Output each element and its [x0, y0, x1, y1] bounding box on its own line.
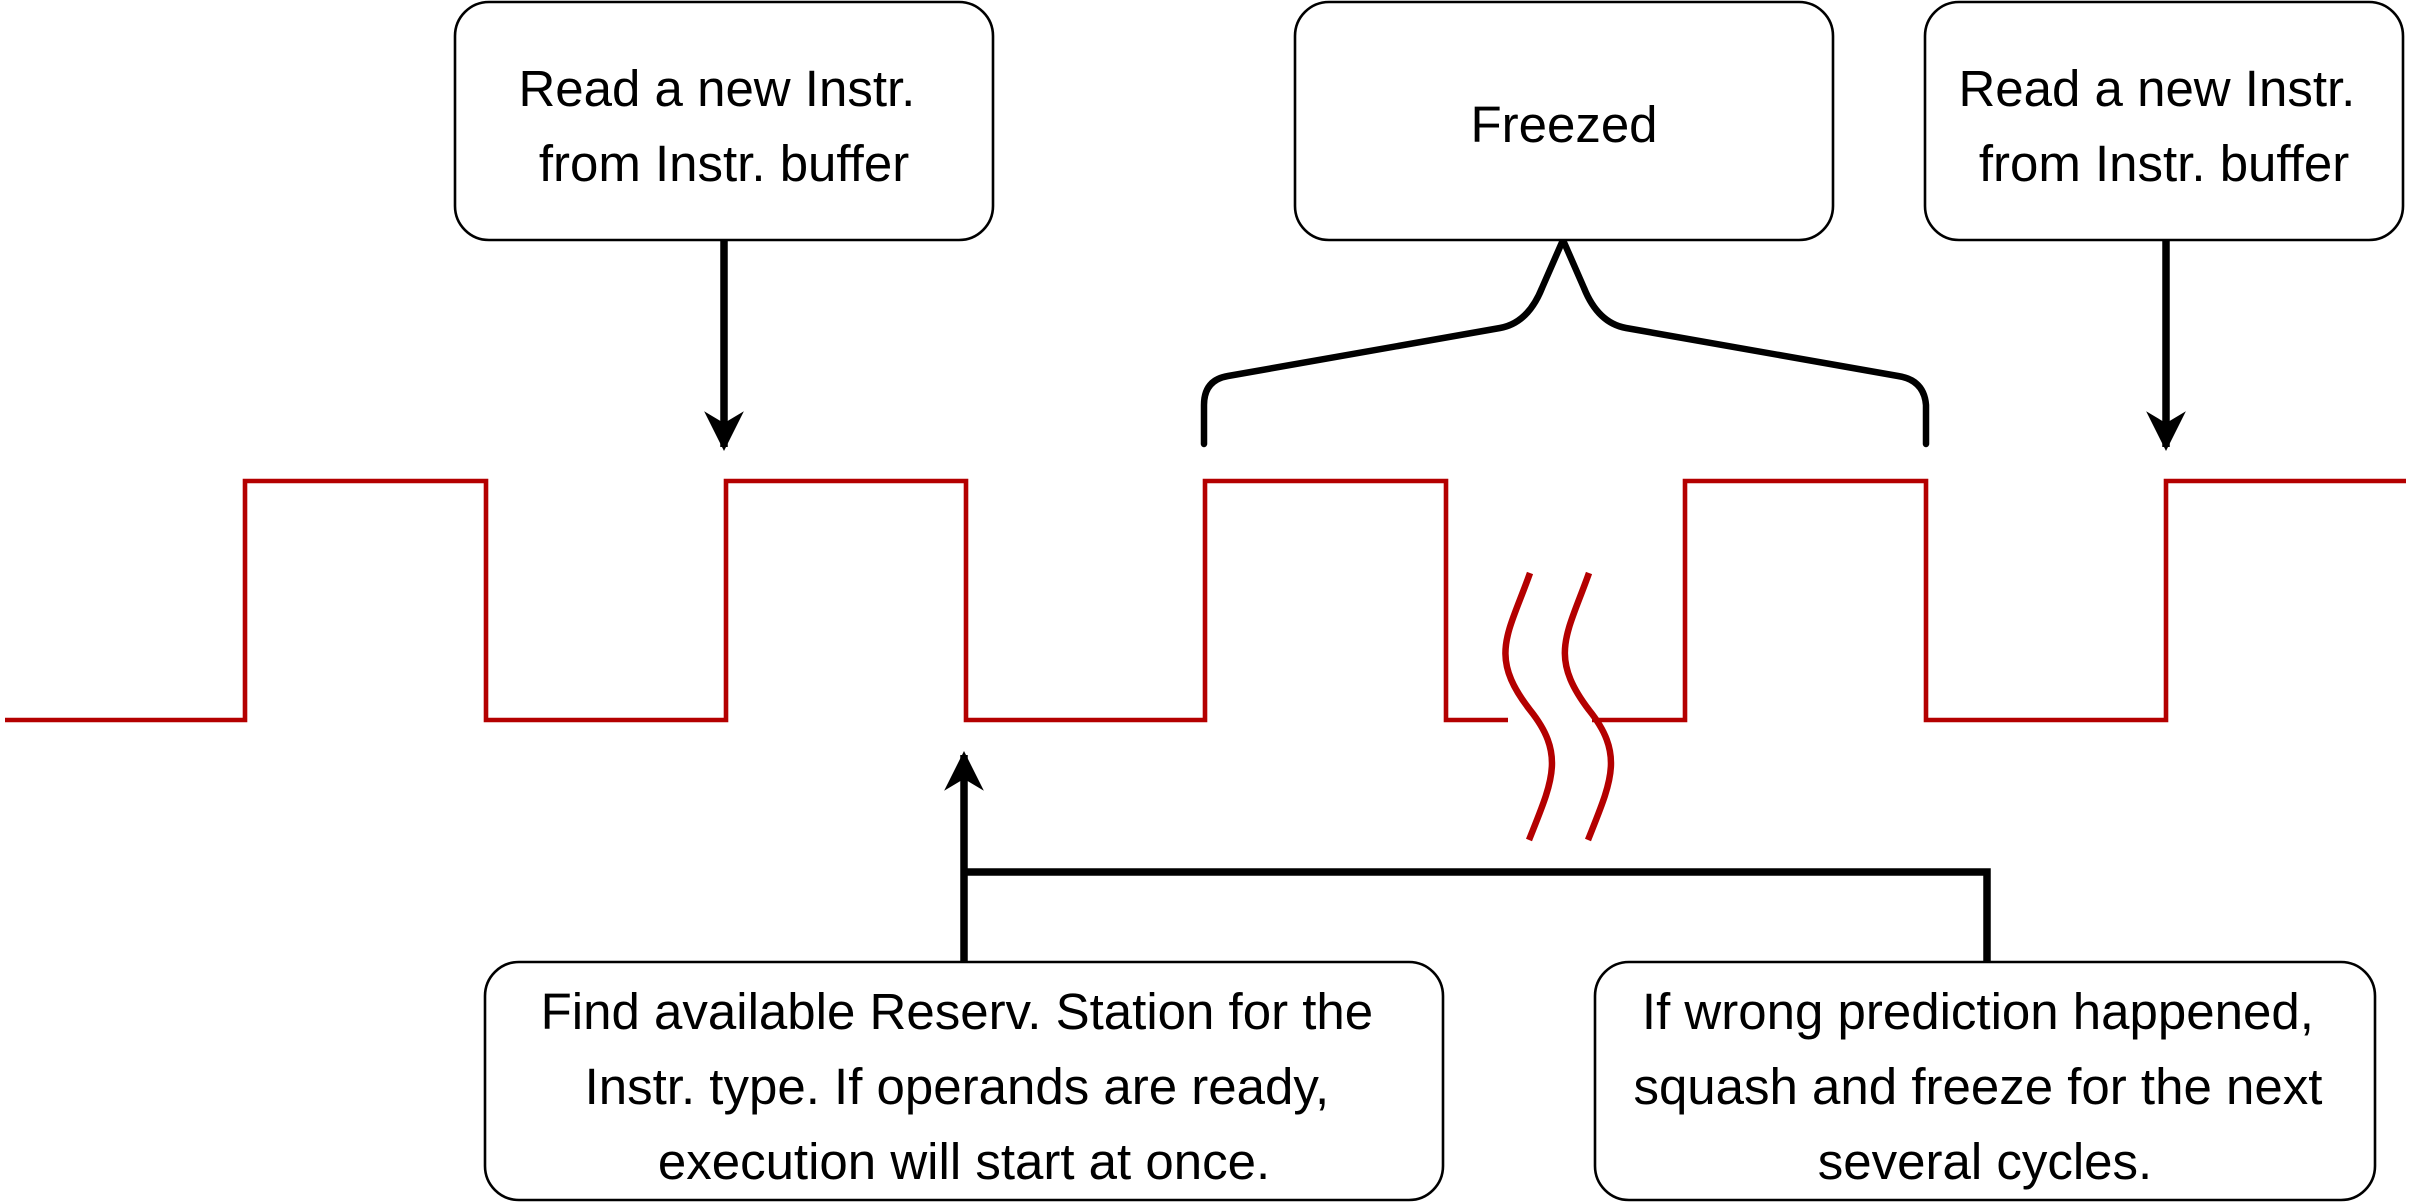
callout-read-first-line-2: from Instr. buffer [539, 135, 909, 192]
callout-misprediction-line-2: squash and freeze for the next [1633, 1058, 2322, 1115]
time-break-symbol [1502, 571, 1615, 842]
callout-misprediction-line-3: several cycles. [1818, 1133, 2152, 1190]
svg-text:Find available Reserv. Station: Find available Reserv. Station for the I… [541, 983, 1388, 1190]
callout-reservation-line-1: Find available Reserv. Station for the [541, 983, 1374, 1040]
callout-freezed-line-1: Freezed [1470, 96, 1657, 153]
callout-misprediction-line-1: If wrong prediction happened, [1642, 983, 2314, 1040]
callout-freezed: Freezed [1293, 0, 1835, 242]
callout-read-second-line-2: from Instr. buffer [1979, 135, 2349, 192]
clock-waveform [5, 478, 2406, 723]
squash-connector [964, 868, 1991, 962]
svg-text:Read a new Instr. from I: Read a new Instr. from Instr. buffer [518, 60, 929, 192]
callout-read-second: Read a new Instr. from Instr. buffer [1923, 0, 2405, 242]
callout-reservation-line-3: execution will start at once. [658, 1133, 1270, 1190]
svg-text:Freezed: Freezed [1470, 96, 1657, 153]
callout-reservation-line-2: Instr. type. If operands are ready, [585, 1058, 1330, 1115]
svg-text:Read a new Instr. from I: Read a new Instr. from Instr. buffer [1958, 60, 2369, 192]
callout-reservation: Find available Reserv. Station for the I… [483, 960, 1445, 1202]
svg-text:If wrong prediction happened,: If wrong prediction happened, squash and… [1633, 983, 2336, 1190]
callout-read-first: Read a new Instr. from Instr. buffer [453, 0, 995, 242]
callout-misprediction: If wrong prediction happened, squash and… [1593, 960, 2377, 1202]
freeze-brace [1200, 236, 1930, 448]
callout-read-second-line-1: Read a new Instr. [1958, 60, 2355, 117]
callout-read-first-line-1: Read a new Instr. [518, 60, 915, 117]
